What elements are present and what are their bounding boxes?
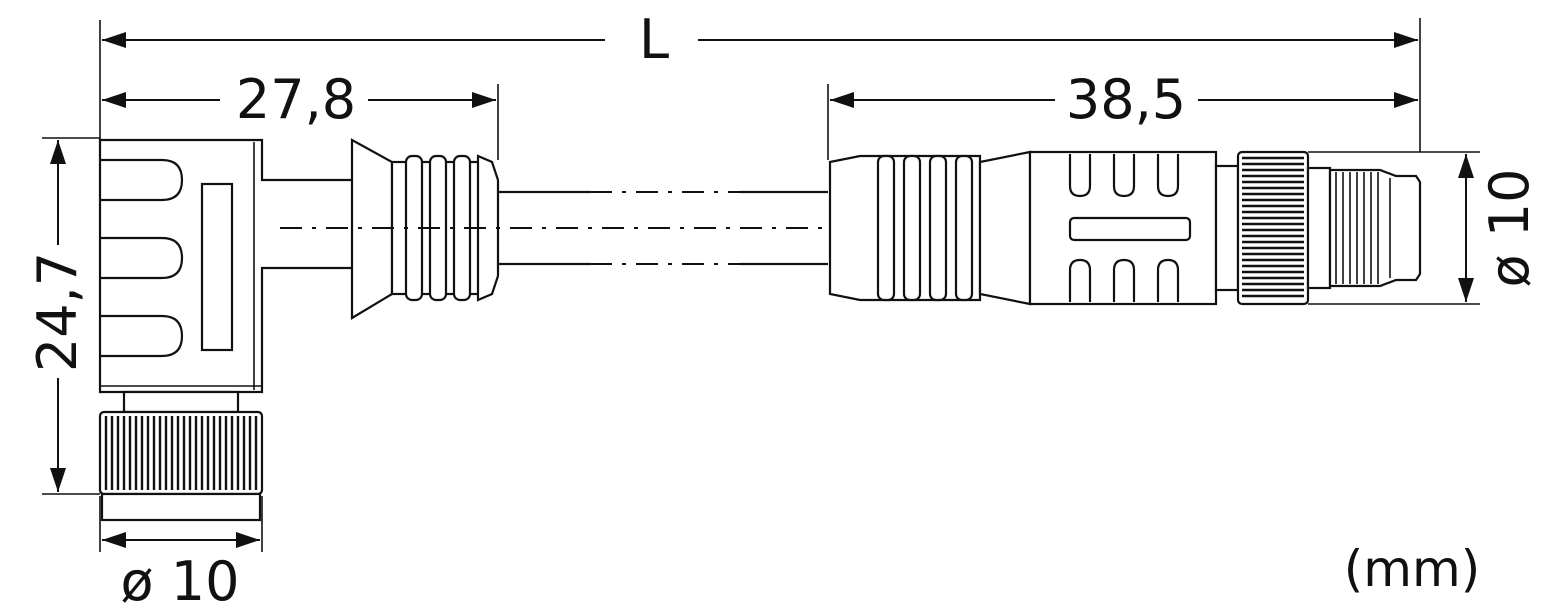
- overall-length-label: L: [639, 8, 669, 71]
- dimension-right-nut-diameter: ø 10: [1458, 154, 1541, 302]
- left-connector-height-label: 24,7: [26, 252, 89, 372]
- dimension-left-nut-diameter: ø 10: [102, 532, 260, 612]
- cable: [280, 190, 1100, 266]
- dimension-right-connector-length: 38,5: [830, 68, 1418, 131]
- unit-label: (mm): [1344, 540, 1480, 598]
- right-connector-length-label: 38,5: [1066, 68, 1186, 131]
- left-angled-connector: [98, 138, 500, 522]
- left-nut-knurling: [104, 416, 258, 490]
- extension-lines: [42, 18, 1480, 552]
- left-nut-diameter-label: ø 10: [121, 550, 240, 612]
- right-nut-diameter-label: ø 10: [1478, 169, 1541, 288]
- dimension-overall-length: L: [102, 8, 1418, 71]
- right-nut-knurling: [1242, 156, 1304, 298]
- left-connector-length-label: 27,8: [236, 68, 356, 131]
- thread-lines: [1335, 172, 1379, 284]
- dimension-left-connector-length: 27,8: [102, 68, 496, 131]
- dimension-left-connector-height: 24,7: [26, 140, 89, 492]
- right-straight-connector: [828, 150, 1422, 306]
